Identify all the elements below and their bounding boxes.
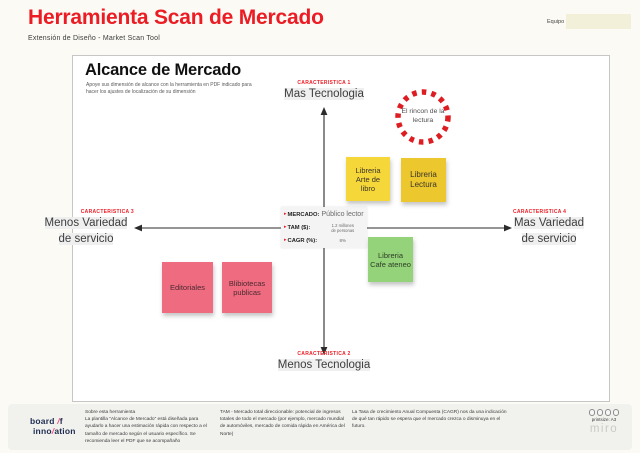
- market-row-label: TAM ($):: [287, 224, 311, 231]
- highlight-circle-label[interactable]: El rincon de la lectura: [401, 108, 445, 124]
- axis-right-label: Mas Variedad de servicio: [512, 216, 586, 247]
- footer-bar: [8, 404, 632, 450]
- market-row-value[interactable]: 8%: [339, 238, 347, 244]
- boi-logo-text: ation: [54, 425, 76, 436]
- boi-logo-line1: board /f: [30, 416, 85, 427]
- about-note-title: Sobre esta herramienta: [85, 410, 136, 415]
- tam-note: TAM - Mercado total direccionable: poten…: [220, 410, 345, 437]
- axis-right-tag: CARACTERISTICA 4: [513, 209, 567, 215]
- market-row-label: MERCADO:: [287, 211, 320, 218]
- market-row-label: CAGR (%):: [287, 237, 318, 244]
- cc-license-icons: [578, 409, 630, 416]
- axis-left-label-text: Menos Variedad de servicio: [44, 217, 128, 245]
- cc-nc-icon: [604, 409, 612, 416]
- sticky-note-bibliotecas-publicas[interactable]: Blibiotecas publicas: [222, 262, 272, 313]
- footer-right-block: printsize: A3 miro: [578, 409, 630, 435]
- cc-by-icon: [596, 409, 604, 416]
- axis-right-label-text: Mas Variedad de servicio: [513, 217, 585, 245]
- boi-logo-text: f: [59, 416, 63, 426]
- axis-bottom-label: Menos Tecnologia: [264, 358, 384, 374]
- market-info-card: ▸ MERCADO: Público lector ▸ TAM ($): 1.2…: [281, 207, 367, 248]
- page-subtitle: Extensión de Diseño - Market Scan Tool: [28, 35, 160, 42]
- cc-sa-icon: [612, 409, 620, 416]
- pink-slash-icon: /: [57, 416, 60, 426]
- cc-icon: [588, 409, 596, 416]
- red-arrow-bullet-icon: ▸: [284, 211, 287, 218]
- boi-logo-line2: inno/ation: [33, 425, 85, 437]
- team-label: Equipo: [547, 19, 565, 25]
- market-row-cagr: ▸ CAGR (%): 8%: [284, 238, 364, 244]
- board-title: Alcance de Mercado: [85, 61, 241, 79]
- about-note: Sobre esta herramienta La plantilla “Alc…: [85, 409, 217, 445]
- red-arrow-bullet-icon: ▸: [284, 224, 287, 231]
- sticky-note-libreria-cafe-ateneo[interactable]: Libreria Cafe ateneo: [368, 237, 413, 282]
- market-row-tam: ▸ TAM ($): 1.2 millones de personas: [284, 223, 364, 234]
- sticky-note-editoriales[interactable]: Editoriales: [162, 262, 213, 313]
- red-arrow-bullet-icon: ▸: [284, 237, 287, 244]
- axis-top-tag: CARACTERISTICA 1: [297, 80, 351, 86]
- printsize-label: printsize: A3: [591, 417, 617, 422]
- page-title: Herramienta Scan de Mercado: [28, 6, 324, 29]
- board-of-innovation-logo: board /f inno/ation: [30, 416, 85, 437]
- pink-slash-icon: /: [51, 425, 55, 436]
- cagr-note: La Tasa de crecimiento Anual Compuesta (…: [352, 410, 507, 430]
- market-row-mercado: ▸ MERCADO: Público lector: [284, 211, 364, 218]
- board-description: Apoye sus dimensión de alcance con la he…: [86, 82, 252, 96]
- boi-logo-text: inno: [33, 425, 52, 436]
- market-row-value[interactable]: 1.2 millones de personas: [331, 222, 355, 233]
- axis-bottom-label-text: Menos Tecnologia: [277, 359, 371, 371]
- market-row-value[interactable]: Público lector: [321, 211, 364, 219]
- sticky-note-libreria-arte-de-libro[interactable]: Libreria Arte de libro: [346, 157, 390, 201]
- axis-left-label: Menos Variedad de servicio: [37, 216, 135, 247]
- miro-logo: miro: [589, 423, 619, 435]
- about-note-body: La plantilla “Alcance de Mercado” está d…: [85, 417, 207, 444]
- axis-top-label: Mas Tecnologia: [264, 87, 384, 103]
- axis-bottom-tag: CARACTERISTICA 2: [297, 351, 351, 357]
- axis-left-tag: CARACTERISTICA 3: [80, 209, 134, 215]
- boi-logo-text: board: [30, 416, 58, 426]
- sticky-note-libreria-lectura[interactable]: Libreria Lectura: [401, 158, 446, 202]
- axis-top-label-text: Mas Tecnologia: [284, 88, 364, 100]
- team-input-field[interactable]: [566, 14, 631, 29]
